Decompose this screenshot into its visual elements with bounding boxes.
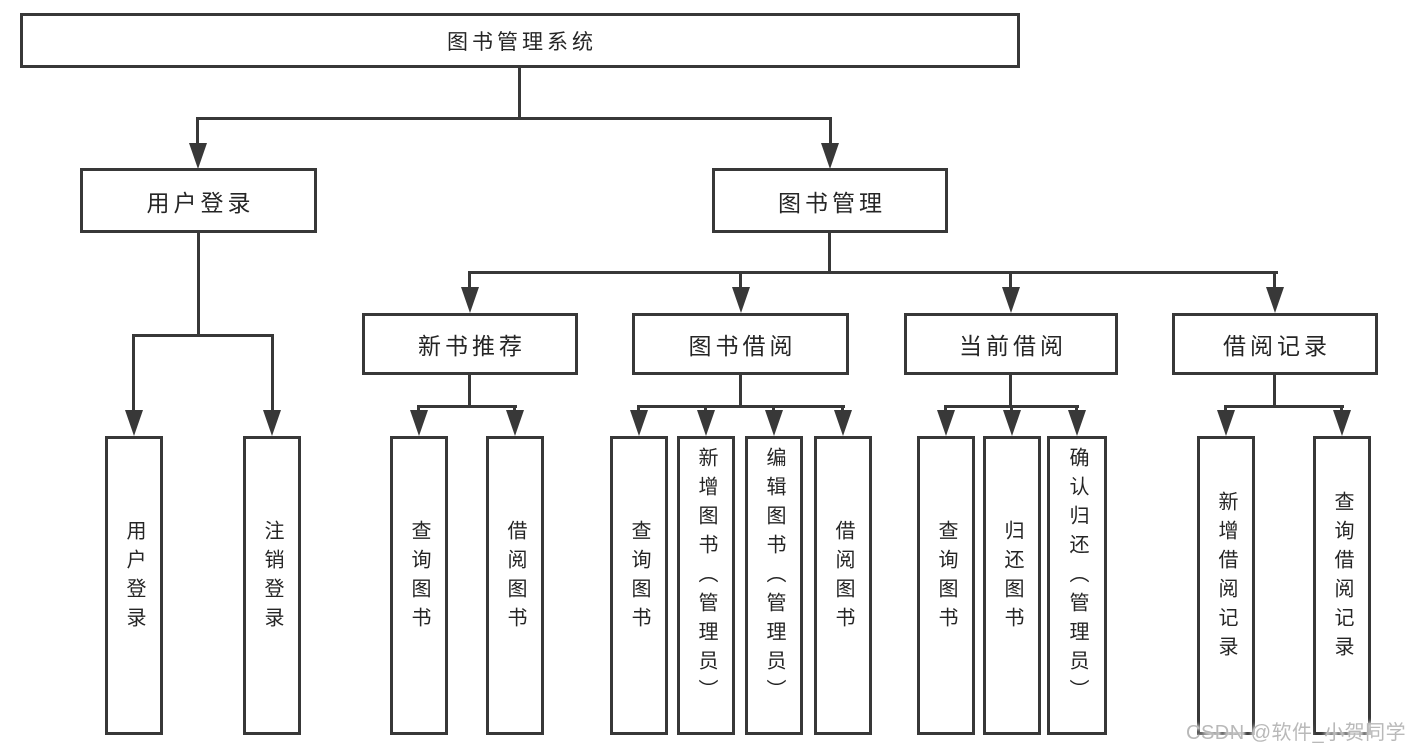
arrow-down-icon xyxy=(410,410,428,436)
arrow-down-icon xyxy=(506,410,524,436)
node-label: 确认归还（管理员） xyxy=(1066,447,1088,708)
v-line xyxy=(739,271,742,291)
v-line xyxy=(1010,405,1013,413)
v-line xyxy=(468,375,471,406)
arrow-down-icon xyxy=(1002,287,1020,313)
node-label: 当前借阅 xyxy=(959,333,1067,359)
arrow-down-icon xyxy=(1333,410,1351,436)
v-line xyxy=(518,68,521,118)
leaf-logout: 注销登录 xyxy=(243,436,301,735)
v-line xyxy=(1224,405,1227,413)
node-current-borrow: 当前借阅 xyxy=(904,313,1118,375)
arrow-down-icon xyxy=(125,410,143,436)
node-label: 新增图书（管理员） xyxy=(695,447,717,708)
v-line xyxy=(513,405,516,413)
v-line xyxy=(637,405,640,413)
h-line xyxy=(196,117,832,120)
v-line xyxy=(1273,375,1276,406)
leaf-add-book-admin: 新增图书（管理员） xyxy=(677,436,735,735)
node-label: 用户登录 xyxy=(146,189,255,216)
arrow-down-icon xyxy=(1266,287,1284,313)
v-line xyxy=(1075,405,1078,413)
node-book-management: 图书管理 xyxy=(712,168,948,233)
leaf-borrow-book: 借阅图书 xyxy=(814,436,872,735)
node-label: 借阅图书 xyxy=(504,519,526,636)
arrow-down-icon xyxy=(765,410,783,436)
node-label: 查询图书 xyxy=(628,519,650,636)
h-line xyxy=(418,405,517,408)
node-label: 用户登录 xyxy=(123,519,145,636)
node-book-borrow: 图书借阅 xyxy=(632,313,849,375)
leaf-add-borrow-record: 新增借阅记录 xyxy=(1197,436,1255,735)
leaf-query-book-borrow: 查询图书 xyxy=(610,436,668,735)
node-label: 图书管理 xyxy=(778,189,886,216)
node-user-login: 用户登录 xyxy=(80,168,317,233)
arrow-down-icon xyxy=(263,410,281,436)
leaf-edit-book-admin: 编辑图书（管理员） xyxy=(745,436,803,735)
v-line xyxy=(196,117,199,145)
node-new-book-recommend: 新书推荐 xyxy=(362,313,578,375)
node-root: 图书管理系统 xyxy=(20,13,1020,68)
node-label: 借阅图书 xyxy=(832,519,854,636)
arrow-down-icon xyxy=(189,143,207,169)
v-line xyxy=(739,375,742,406)
arrow-down-icon xyxy=(821,143,839,169)
leaf-return-book: 归还图书 xyxy=(983,436,1041,735)
node-label: 借阅记录 xyxy=(1223,333,1331,359)
v-line xyxy=(944,405,947,413)
h-line xyxy=(132,334,274,337)
node-label: 新书推荐 xyxy=(418,333,526,359)
node-label: 注销登录 xyxy=(261,519,283,636)
arrow-down-icon xyxy=(697,410,715,436)
v-line xyxy=(1009,375,1012,406)
node-label: 图书管理系统 xyxy=(447,30,597,54)
leaf-query-book-current: 查询图书 xyxy=(917,436,975,735)
v-line xyxy=(828,233,831,272)
node-label: 编辑图书（管理员） xyxy=(763,447,785,708)
v-line xyxy=(772,405,775,413)
arrow-down-icon xyxy=(732,287,750,313)
v-line xyxy=(829,117,832,145)
arrow-down-icon xyxy=(630,410,648,436)
h-line xyxy=(638,405,845,408)
node-label: 图书借阅 xyxy=(688,333,797,359)
node-label: 查询图书 xyxy=(935,519,957,636)
v-line xyxy=(468,271,471,291)
v-line xyxy=(197,233,200,335)
leaf-query-book-recommend: 查询图书 xyxy=(390,436,448,735)
v-line xyxy=(132,334,135,412)
node-label: 新增借阅记录 xyxy=(1215,490,1237,665)
node-label: 查询图书 xyxy=(408,519,430,636)
v-line xyxy=(704,405,707,413)
arrow-down-icon xyxy=(1003,410,1021,436)
leaf-confirm-return-admin: 确认归还（管理员） xyxy=(1047,436,1107,735)
v-line xyxy=(1340,405,1343,413)
h-line xyxy=(1225,405,1344,408)
node-label: 归还图书 xyxy=(1001,519,1023,636)
leaf-query-borrow-record: 查询借阅记录 xyxy=(1313,436,1371,735)
v-line xyxy=(417,405,420,413)
arrow-down-icon xyxy=(461,287,479,313)
leaf-user-login: 用户登录 xyxy=(105,436,163,735)
arrow-down-icon xyxy=(937,410,955,436)
arrow-down-icon xyxy=(834,410,852,436)
watermark: CSDN @软件_小贺同学 xyxy=(1186,722,1405,744)
node-label: 查询借阅记录 xyxy=(1331,490,1353,665)
node-borrow-record: 借阅记录 xyxy=(1172,313,1378,375)
v-line xyxy=(841,405,844,413)
h-line xyxy=(468,271,1278,274)
arrow-down-icon xyxy=(1217,410,1235,436)
v-line xyxy=(1009,271,1012,291)
arrow-down-icon xyxy=(1068,410,1086,436)
v-line xyxy=(1273,271,1276,291)
leaf-borrow-book-recommend: 借阅图书 xyxy=(486,436,544,735)
v-line xyxy=(271,334,274,412)
